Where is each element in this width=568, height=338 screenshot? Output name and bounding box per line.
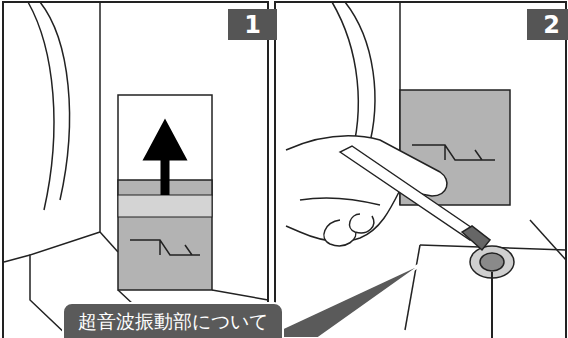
washer-interior	[4, 2, 268, 338]
callout-box: 超音波振動部について	[62, 302, 284, 338]
hand-with-brush	[286, 136, 490, 250]
callout-number: 1	[228, 9, 277, 40]
washer-interior	[332, 2, 566, 330]
callout-number: 1	[244, 11, 261, 39]
panel-frame	[3, 2, 268, 338]
callout-number: 2	[527, 9, 568, 40]
ultrasonic-part	[470, 246, 514, 338]
callout-tail	[262, 262, 425, 338]
filter-card	[118, 95, 212, 290]
panel-frame	[275, 2, 566, 338]
callout-number: 2	[543, 11, 560, 39]
callout-text: 超音波振動部について	[78, 309, 268, 335]
